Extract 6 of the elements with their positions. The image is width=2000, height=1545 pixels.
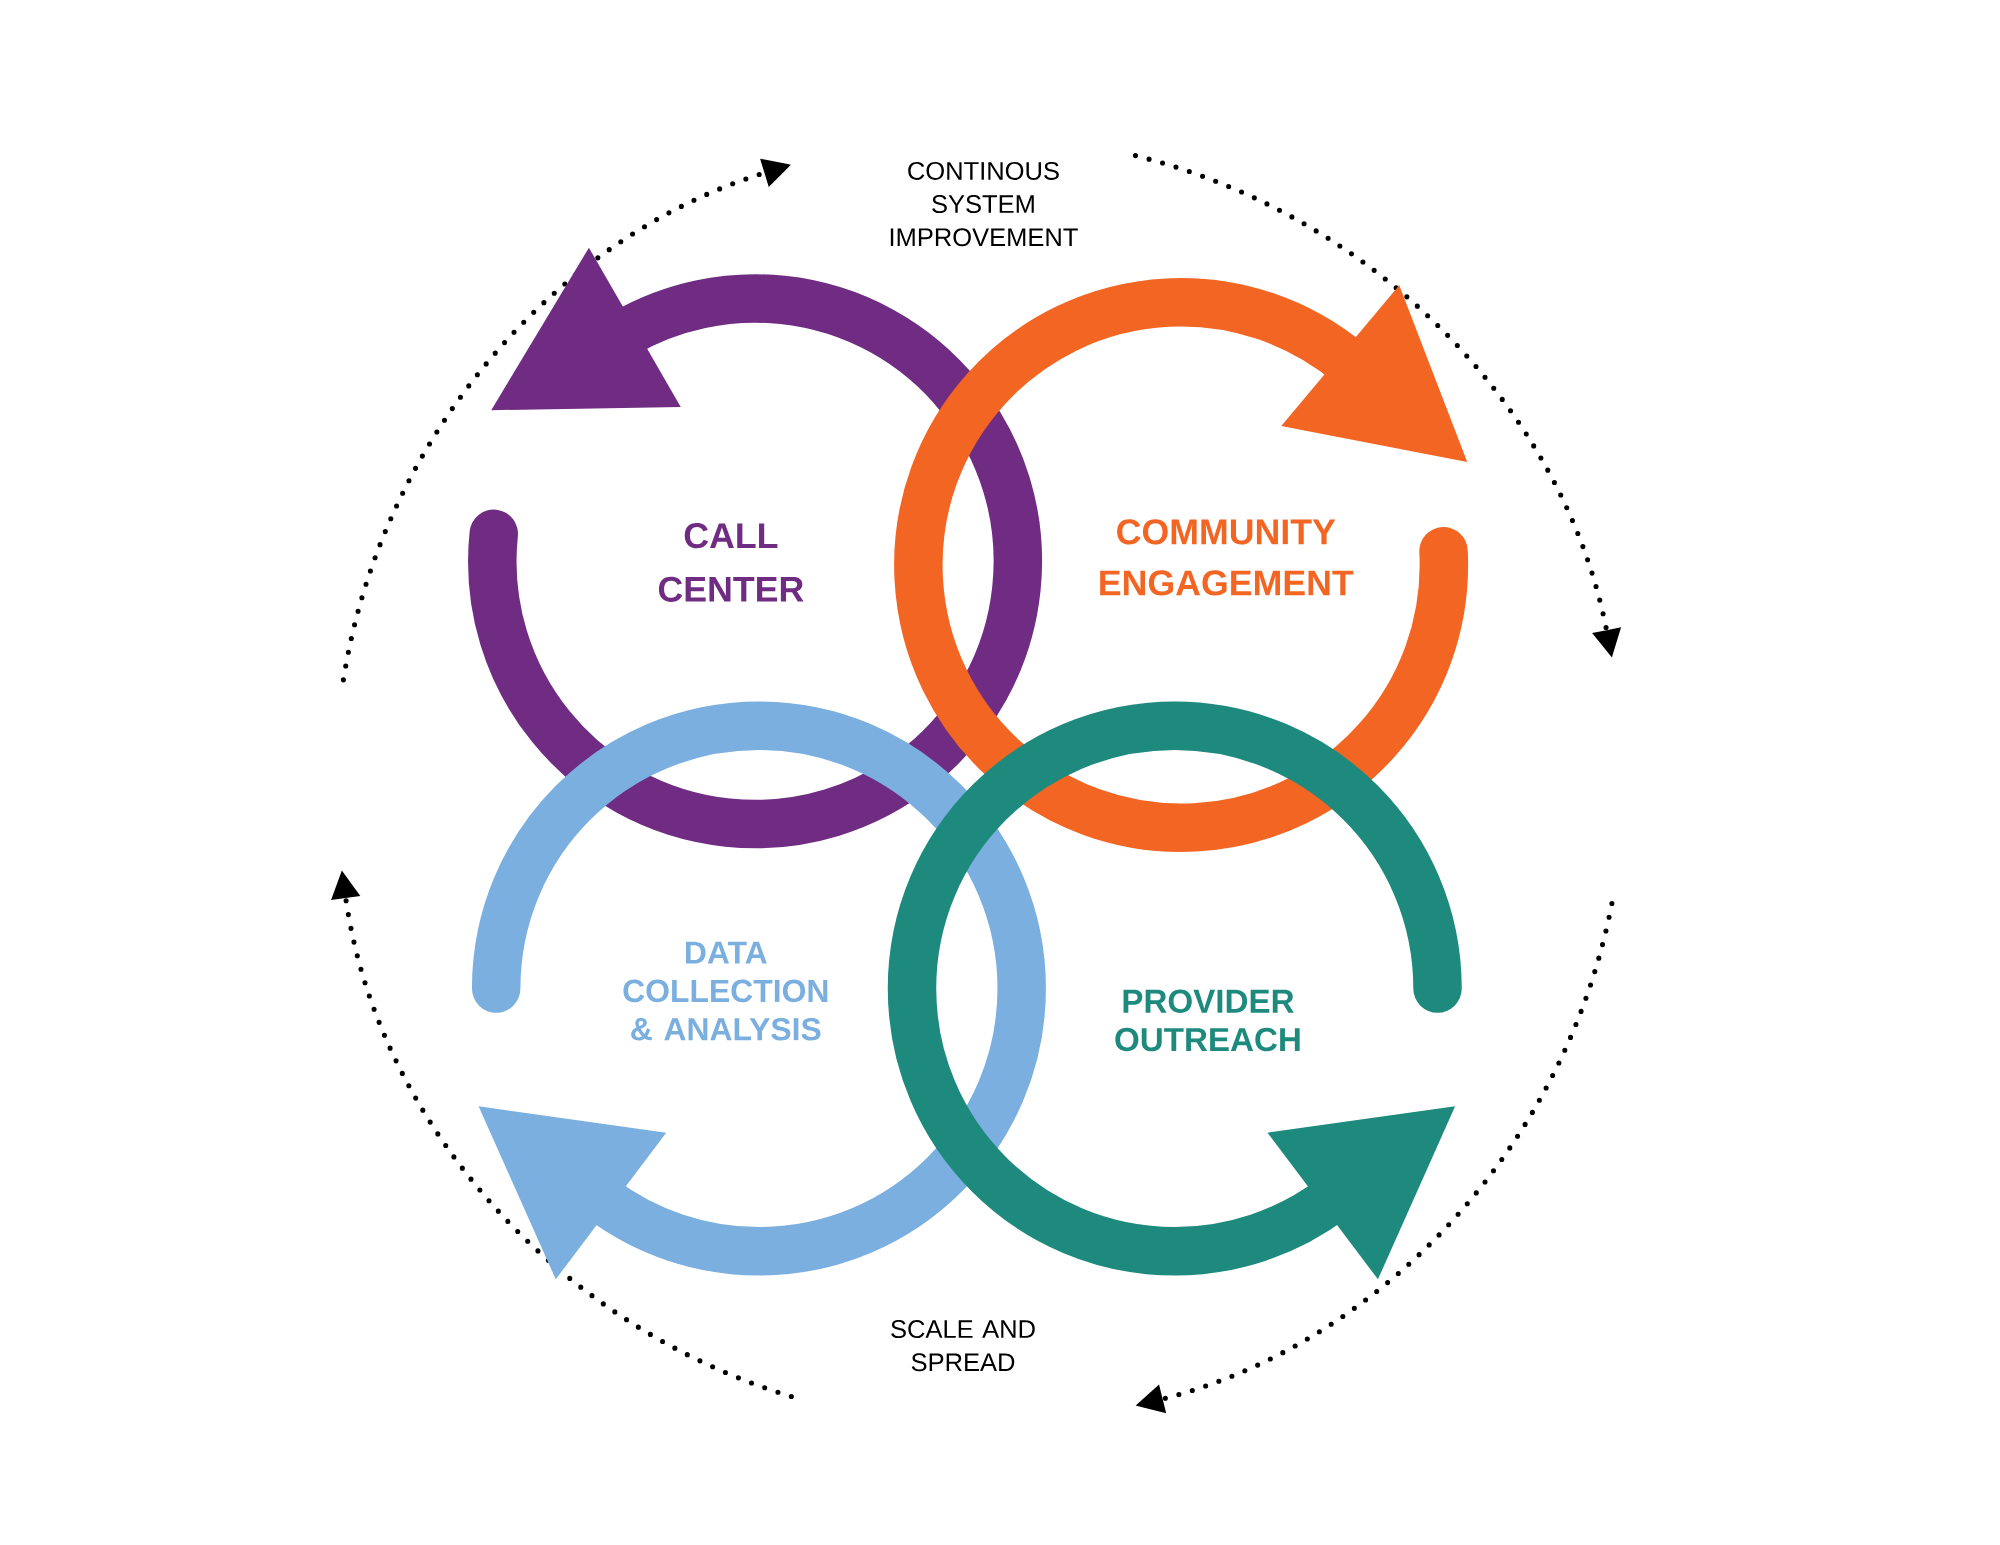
cycle-label: CALL CENTER bbox=[658, 523, 804, 603]
caption-text: CONTINOUS SYSTEM IMPROVEMENT bbox=[890, 162, 1078, 247]
cycle-label: COMMUNITY ENGAGEMENT bbox=[1100, 519, 1354, 596]
caption-text: SCALE AND SPREAD bbox=[891, 1320, 1035, 1372]
cycle-label: DATA COLLECTION & ANALYSIS bbox=[623, 941, 828, 1041]
cycle-label: PROVIDER OUTREACH bbox=[1115, 989, 1300, 1052]
